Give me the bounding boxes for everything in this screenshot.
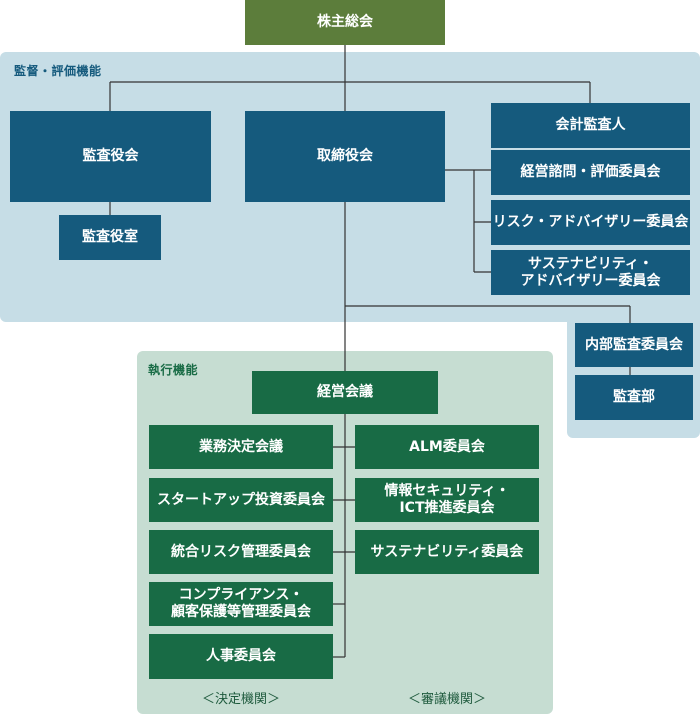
compliance-line1: コンプライアンス・ [178, 587, 304, 604]
infosec-committee-box: 情報セキュリティ・ ICT推進委員会 [355, 478, 539, 522]
infosec-line2: ICT推進委員会 [399, 500, 495, 516]
integrated-risk-box: 統合リスク管理委員会 [149, 530, 333, 574]
board-of-directors-box: 取締役会 [245, 111, 445, 202]
risk-advisory-box: リスク・アドバイザリー委員会 [491, 200, 690, 245]
accounting-auditor-label: 会計監査人 [555, 117, 626, 134]
internal-audit-committee-box: 内部監査委員会 [575, 323, 693, 367]
internal-audit-committee-label: 内部監査委員会 [585, 336, 683, 353]
business-decision-box: 業務決定会議 [149, 425, 333, 469]
compliance-box: コンプライアンス・ 顧客保護等管理委員会 [149, 582, 333, 626]
sustainability-advisory-line1: サステナビリティ・ [528, 255, 653, 272]
sustainability-advisory-box: サステナビリティ・ アドバイザリー委員会 [491, 250, 690, 295]
audit-board-box: 監査役会 [10, 111, 211, 202]
integrated-risk-label: 統合リスク管理委員会 [171, 543, 311, 560]
management-council-box: 経営会議 [252, 371, 438, 414]
shareholders-meeting-label: 株主総会 [317, 14, 373, 31]
decision-bodies-caption: ＜決定機関＞ [201, 692, 280, 707]
execution-label: 執行機能 [148, 363, 199, 377]
risk-advisory-label: リスク・アドバイザリー委員会 [492, 214, 689, 231]
advisory-committee-box: 経営諮問・評価委員会 [491, 150, 690, 195]
deliberation-bodies-caption: ＜審議機関＞ [407, 692, 486, 707]
audit-department-label: 監査部 [613, 389, 655, 406]
compliance-line2: 顧客保護等管理委員会 [171, 604, 311, 620]
sustainability-advisory-line2: アドバイザリー委員会 [520, 272, 661, 289]
supervision-label: 監督・評価機能 [14, 64, 102, 78]
management-council-label: 経営会議 [317, 384, 373, 401]
audit-department-box: 監査部 [575, 375, 693, 420]
sustainability-committee-label: サステナビリティ委員会 [370, 543, 524, 560]
startup-investment-label: スタートアップ投資委員会 [157, 491, 325, 508]
alm-committee-label: ALM委員会 [409, 438, 485, 455]
alm-committee-box: ALM委員会 [355, 425, 539, 469]
startup-investment-box: スタートアップ投資委員会 [149, 478, 333, 522]
shareholders-meeting-box: 株主総会 [245, 0, 445, 45]
audit-office-label: 監査役室 [82, 229, 138, 246]
audit-office-box: 監査役室 [59, 215, 161, 260]
accounting-auditor-box: 会計監査人 [491, 103, 690, 148]
audit-board-label: 監査役会 [82, 148, 139, 165]
advisory-committee-label: 経営諮問・評価委員会 [520, 164, 661, 181]
business-decision-label: 業務決定会議 [199, 438, 283, 455]
infosec-line1: 情報セキュリティ・ [384, 483, 510, 500]
board-of-directors-label: 取締役会 [317, 148, 373, 165]
hr-committee-label: 人事委員会 [206, 648, 276, 665]
sustainability-committee-box: サステナビリティ委員会 [355, 530, 539, 574]
hr-committee-box: 人事委員会 [149, 634, 333, 679]
